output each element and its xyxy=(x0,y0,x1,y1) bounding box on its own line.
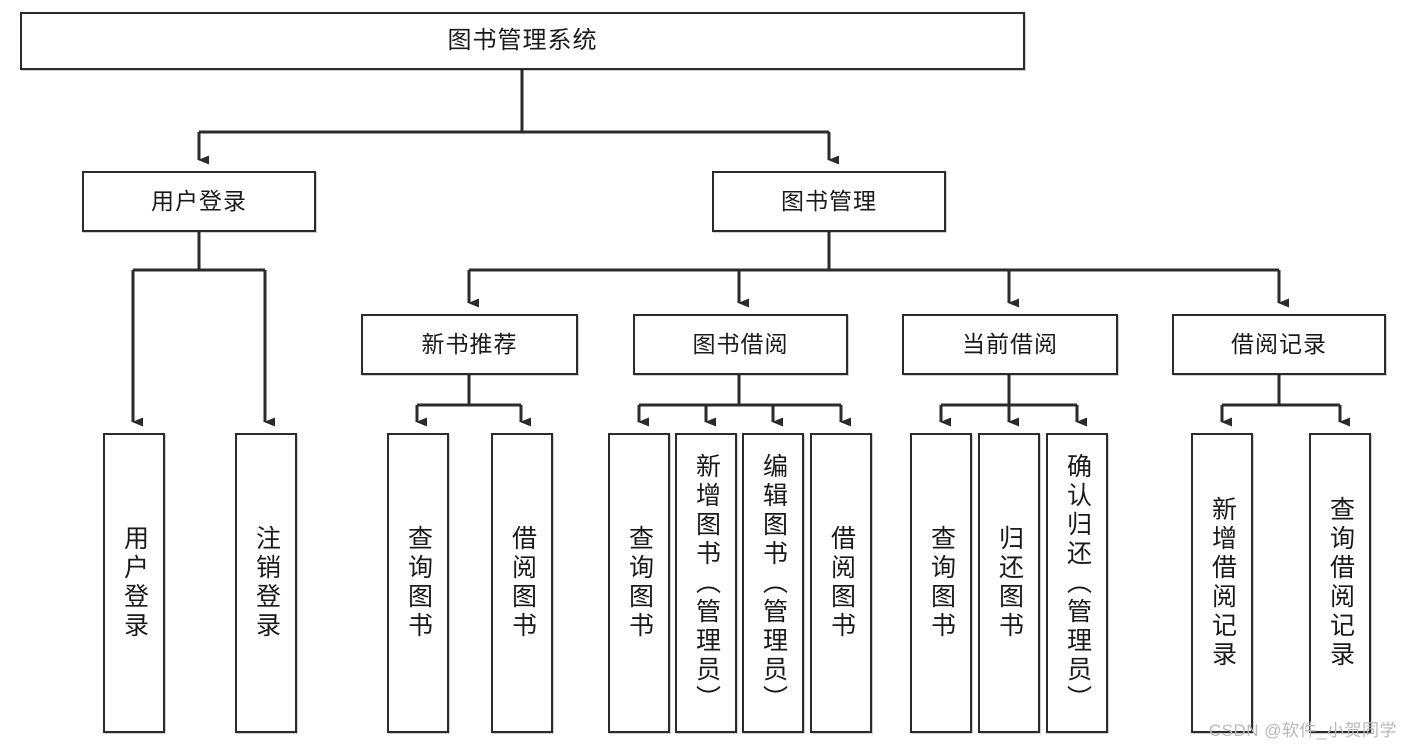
node-label: 新书推荐 xyxy=(421,330,518,357)
leaf-borrow-book-2[interactable]: 借阅图书 xyxy=(810,433,872,733)
node-label: 归还图书 xyxy=(995,525,1024,641)
leaf-user-login[interactable]: 用户登录 xyxy=(103,433,165,733)
leaf-logout[interactable]: 注销登录 xyxy=(235,433,297,733)
node-label: 查询图书 xyxy=(927,525,956,641)
node-label: 图书借阅 xyxy=(692,330,789,357)
node-new-book-recommend[interactable]: 新书推荐 xyxy=(361,314,578,375)
node-label: 当前借阅 xyxy=(962,330,1058,357)
node-label: 图书管理系统 xyxy=(447,26,598,54)
leaf-query-book-2[interactable]: 查询图书 xyxy=(608,433,670,733)
node-label: 编辑图书（管理员） xyxy=(759,452,788,714)
node-label: 用户登录 xyxy=(151,187,247,214)
node-label: 用户登录 xyxy=(120,525,149,641)
node-label: 查询图书 xyxy=(404,525,433,641)
node-label: 查询借阅记录 xyxy=(1326,496,1355,670)
leaf-query-book-1[interactable]: 查询图书 xyxy=(387,433,449,733)
csdn-watermark: CSDN @软件_小贺同学 xyxy=(1208,721,1397,740)
leaf-borrow-book-1[interactable]: 借阅图书 xyxy=(491,433,553,733)
leaf-query-book-3[interactable]: 查询图书 xyxy=(910,433,972,733)
node-borrow-record[interactable]: 借阅记录 xyxy=(1172,314,1386,375)
node-book-manage[interactable]: 图书管理 xyxy=(712,171,946,232)
leaf-query-record[interactable]: 查询借阅记录 xyxy=(1309,433,1371,733)
node-label: 注销登录 xyxy=(252,525,281,641)
leaf-add-book[interactable]: 新增图书（管理员） xyxy=(675,433,737,733)
leaf-edit-book[interactable]: 编辑图书（管理员） xyxy=(742,433,804,733)
node-label: 确认归还（管理员） xyxy=(1063,452,1092,714)
node-label: 借阅图书 xyxy=(827,525,856,641)
leaf-add-record[interactable]: 新增借阅记录 xyxy=(1191,433,1253,733)
node-label: 借阅图书 xyxy=(508,525,537,641)
node-current-borrow[interactable]: 当前借阅 xyxy=(902,314,1118,375)
node-label: 图书管理 xyxy=(781,187,877,214)
node-book-borrow[interactable]: 图书借阅 xyxy=(633,314,848,375)
node-root-system[interactable]: 图书管理系统 xyxy=(20,12,1025,70)
leaf-return-book[interactable]: 归还图书 xyxy=(978,433,1040,733)
node-label: 新增图书（管理员） xyxy=(692,452,721,714)
node-label: 新增借阅记录 xyxy=(1208,496,1237,670)
node-label: 查询图书 xyxy=(625,525,654,641)
leaf-confirm-return[interactable]: 确认归还（管理员） xyxy=(1046,433,1108,733)
node-user-login[interactable]: 用户登录 xyxy=(82,171,316,232)
node-label: 借阅记录 xyxy=(1231,330,1327,357)
